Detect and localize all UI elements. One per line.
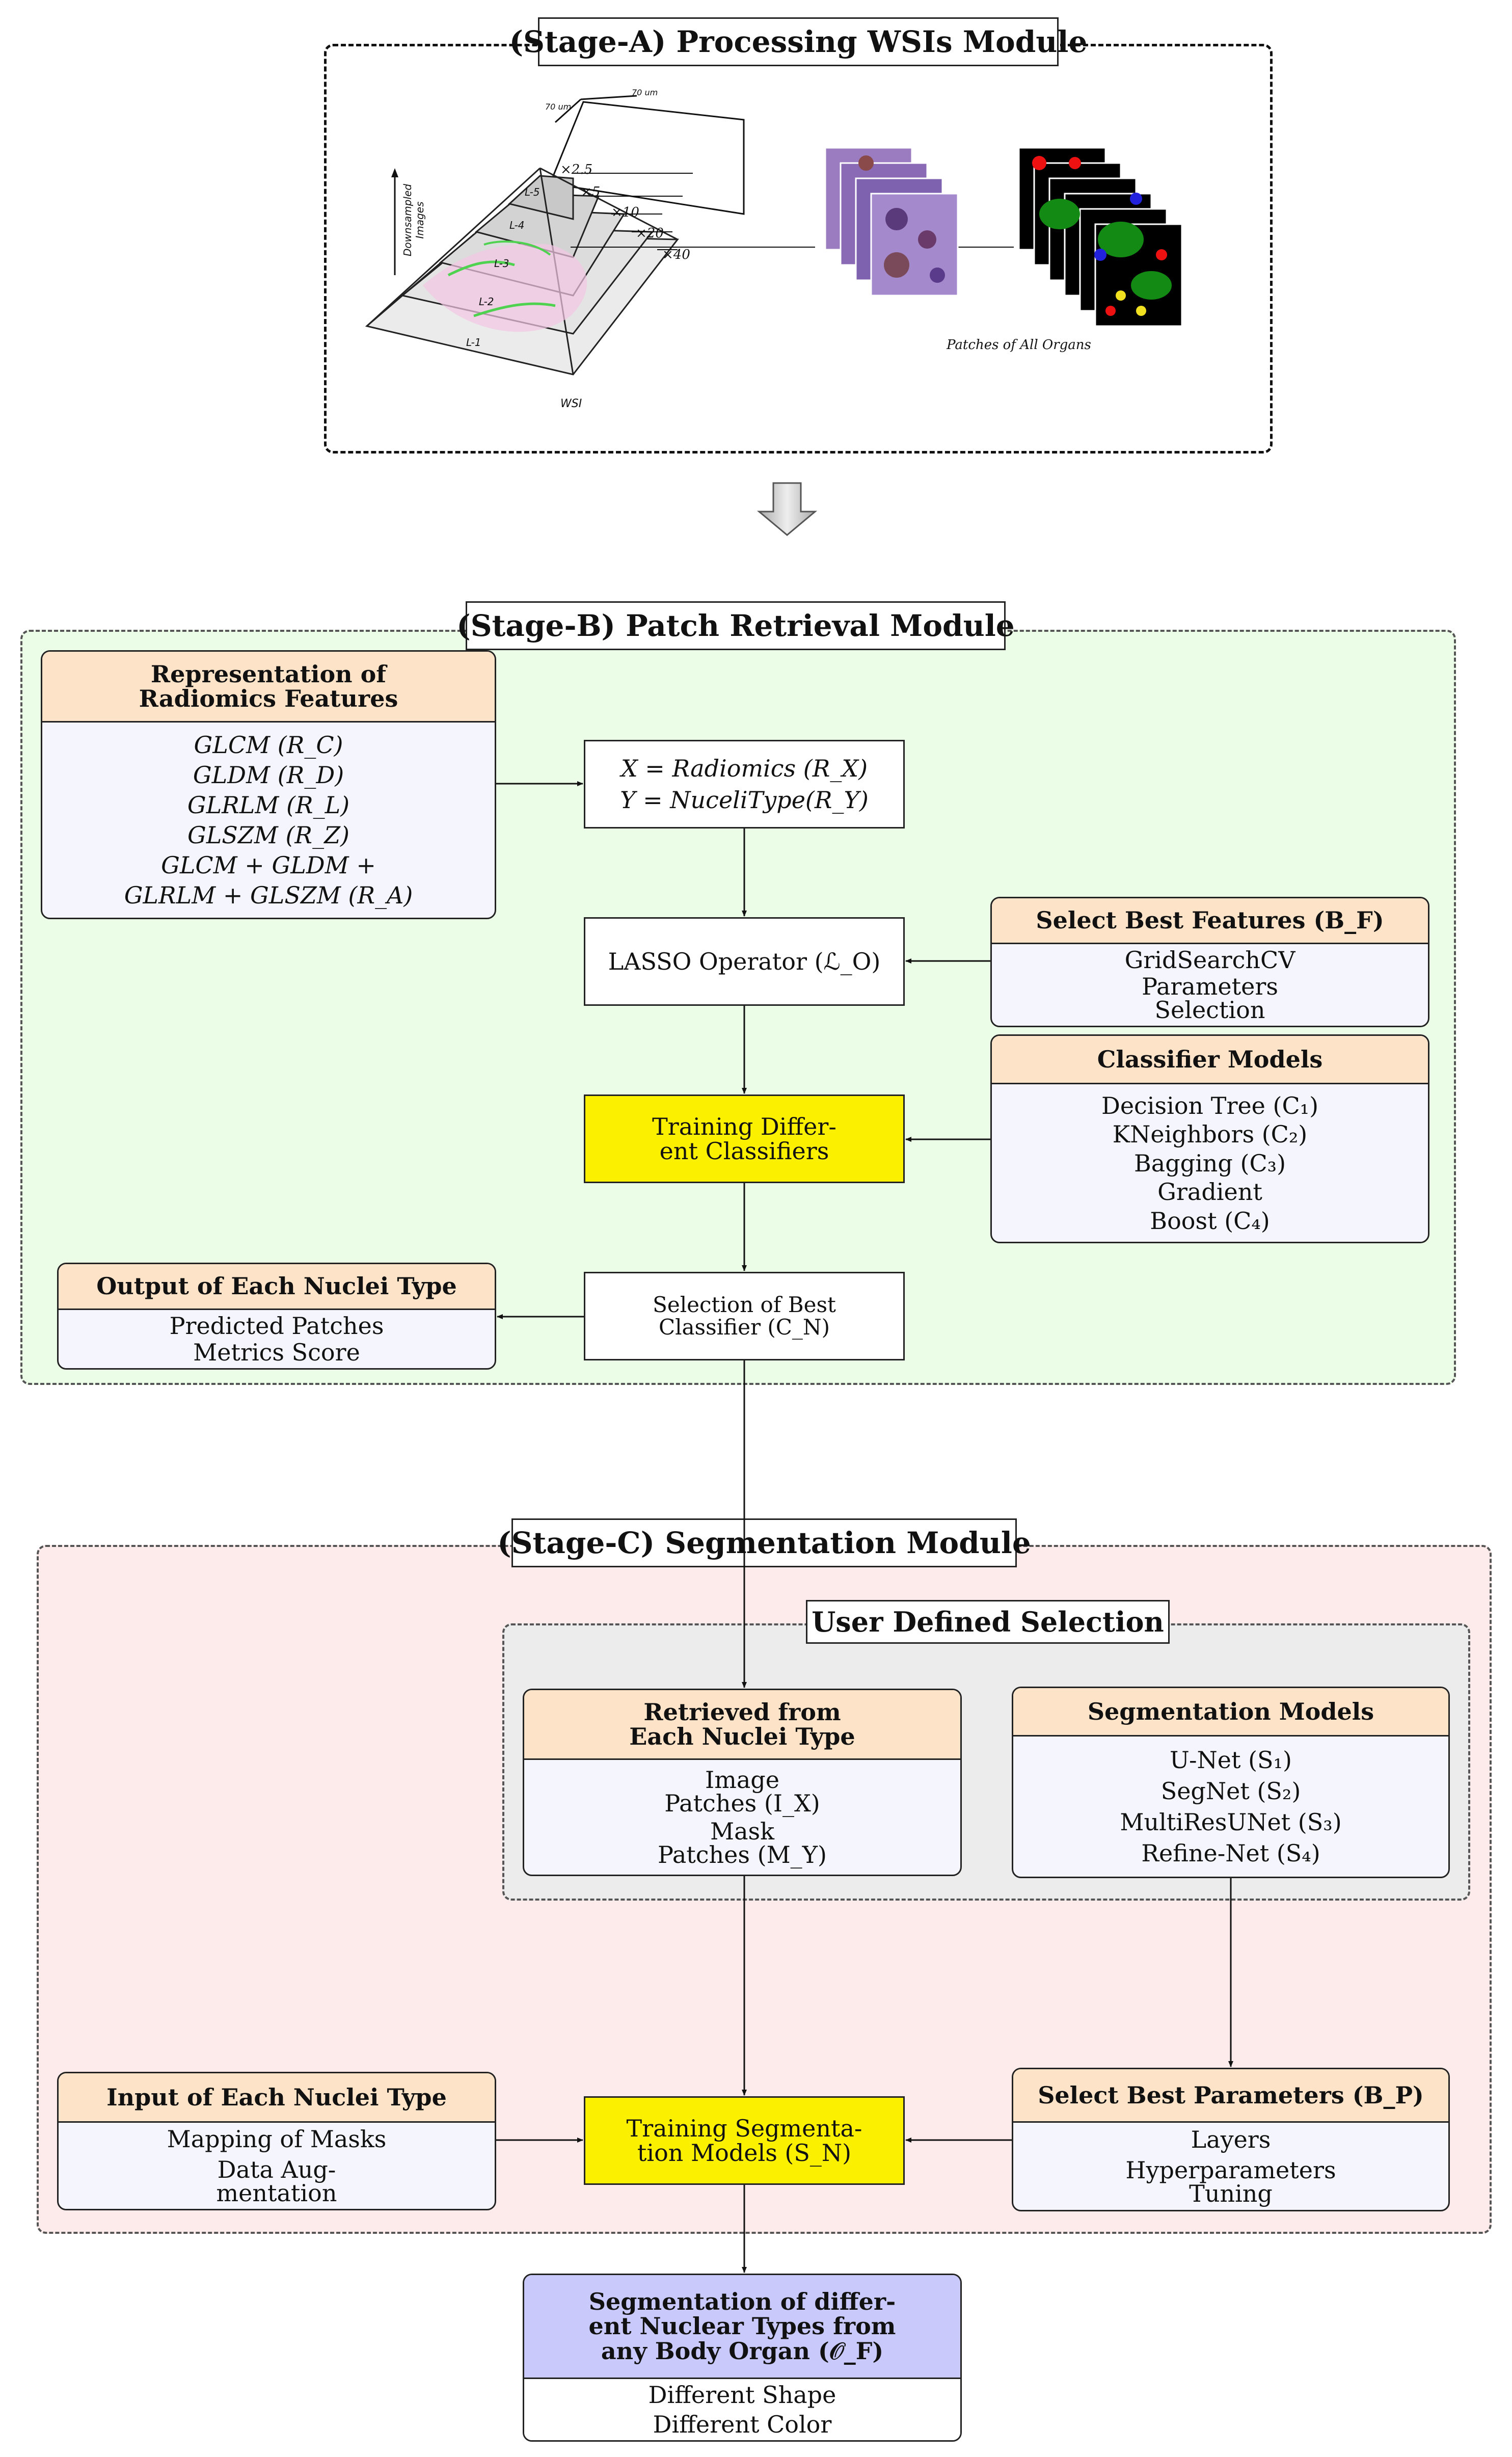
retrieved-patches-card: Retrieved from Each Nuclei Type Image Pa… bbox=[523, 1689, 962, 1876]
input-item: mentation bbox=[216, 2179, 337, 2207]
training-segmentation-box: Training Segmenta- tion Models (S_N) bbox=[584, 2096, 905, 2185]
training-classifiers-line: ent Classifiers bbox=[659, 1137, 829, 1165]
y-definition: Y = NuceliType(R_Y) bbox=[620, 786, 869, 814]
classifier-models-header: Classifier Models bbox=[1097, 1045, 1323, 1073]
retrieved-item: Image bbox=[705, 1766, 779, 1794]
final-header-line: any Body Organ (𝒪_F) bbox=[601, 2337, 884, 2365]
final-header-line: Segmentation of differ- bbox=[588, 2288, 896, 2316]
classifier-item: Decision Tree (C₁) bbox=[1101, 1091, 1319, 1119]
scale-label: ×10 bbox=[611, 205, 639, 220]
retrieved-item: Patches (M_Y) bbox=[658, 1840, 827, 1868]
lasso-label: LASSO Operator (ℒ_O) bbox=[608, 947, 881, 975]
classifier-item: KNeighbors (C₂) bbox=[1112, 1120, 1308, 1148]
classifier-item: Boost (C₄) bbox=[1150, 1207, 1270, 1235]
best-parameters-item: Hyperparameters bbox=[1125, 2156, 1336, 2184]
x-definition: X = Radiomics (R_X) bbox=[620, 754, 868, 782]
input-item: Data Aug- bbox=[217, 2155, 336, 2183]
stage-a-title: (Stage-A) Processing WSIs Module bbox=[509, 17, 1087, 66]
best-classifier-line: Classifier (C_N) bbox=[658, 1315, 830, 1340]
final-item: Different Color bbox=[653, 2411, 832, 2438]
final-item: Different Shape bbox=[648, 2381, 836, 2409]
classifier-item: Bagging (C₃) bbox=[1133, 1149, 1286, 1177]
pyramid-level-label: L-5 bbox=[525, 186, 540, 198]
scale-label: ×2.5 bbox=[560, 162, 593, 177]
segmentation-model-item: SegNet (S₂) bbox=[1160, 1777, 1301, 1805]
stage-b-title: (Stage-B) Patch Retrieval Module bbox=[456, 601, 1015, 650]
radiomics-item: GLRLM (R_L) bbox=[187, 791, 350, 819]
xy-definition-box: X = Radiomics (R_X) Y = NuceliType(R_Y) bbox=[584, 740, 905, 829]
scale-label: ×5 bbox=[581, 184, 601, 200]
segmentation-models-card: Segmentation Models U-Net (S₁) SegNet (S… bbox=[1012, 1687, 1450, 1878]
best-parameters-item: Layers bbox=[1191, 2125, 1271, 2153]
radiomics-item: GLRLM + GLSZM (R_A) bbox=[124, 882, 413, 909]
retrieved-item: Patches (I_X) bbox=[664, 1790, 820, 1818]
final-header-line: ent Nuclear Types from bbox=[588, 2312, 896, 2340]
retrieved-header-line: Retrieved from bbox=[643, 1698, 841, 1726]
downsampled-axis-label: Downsampled Images bbox=[401, 183, 426, 257]
training-classifiers-line: Training Differ- bbox=[652, 1112, 836, 1140]
training-segmentation-line: tion Models (S_N) bbox=[637, 2139, 852, 2167]
pyramid-level-label: L-2 bbox=[479, 296, 494, 308]
best-features-item: GridSearchCV bbox=[1124, 946, 1295, 974]
best-parameters-card: Select Best Parameters (B_P) Layers Hype… bbox=[1012, 2068, 1450, 2211]
patches-caption: Patches of All Organs bbox=[947, 337, 1091, 353]
tile-label-top: 70 um bbox=[545, 102, 572, 112]
best-parameters-item: Tuning bbox=[1189, 2179, 1273, 2207]
output-nuclei-card: Output of Each Nuclei Type Predicted Pat… bbox=[57, 1263, 496, 1370]
radiomics-header-line: Representation of bbox=[150, 660, 387, 688]
input-nuclei-card: Input of Each Nuclei Type Mapping of Mas… bbox=[57, 2072, 496, 2210]
best-features-item: Parameters bbox=[1142, 973, 1278, 1000]
pyramid-level-label: L-4 bbox=[509, 219, 525, 231]
pyramid-level-label: L-1 bbox=[466, 336, 481, 349]
training-segmentation-line: Training Segmenta- bbox=[626, 2114, 862, 2142]
best-features-item: Selection bbox=[1154, 996, 1265, 1024]
retrieved-header-line: Each Nuclei Type bbox=[629, 1723, 855, 1750]
training-classifiers-box: Training Differ- ent Classifiers bbox=[584, 1094, 905, 1183]
segmentation-models-header: Segmentation Models bbox=[1087, 1697, 1374, 1725]
radiomics-item: GLDM (R_D) bbox=[193, 761, 344, 789]
radiomics-features-card: Representation of Radiomics Features GLC… bbox=[41, 650, 496, 919]
radiomics-item: GLCM + GLDM + bbox=[161, 851, 376, 879]
input-header: Input of Each Nuclei Type bbox=[106, 2083, 447, 2111]
output-item: Predicted Patches bbox=[169, 1312, 384, 1340]
scale-label: ×20 bbox=[636, 226, 664, 241]
retrieved-item: Mask bbox=[710, 1817, 774, 1845]
best-classifier-box: Selection of Best Classifier (C_N) bbox=[584, 1272, 905, 1360]
best-classifier-line: Selection of Best bbox=[653, 1292, 836, 1317]
stage-a-frame bbox=[324, 44, 1273, 453]
lasso-operator-box: LASSO Operator (ℒ_O) bbox=[584, 917, 905, 1006]
tile-label-side: 70 um bbox=[632, 88, 658, 97]
classifier-item: Gradient bbox=[1157, 1178, 1262, 1206]
best-parameters-header: Select Best Parameters (B_P) bbox=[1038, 2081, 1424, 2109]
segmentation-model-item: U-Net (S₁) bbox=[1170, 1746, 1292, 1774]
segmentation-model-item: Refine-Net (S₄) bbox=[1141, 1839, 1320, 1867]
pyramid-level-label: L-3 bbox=[494, 257, 509, 270]
radiomics-item: GLCM (R_C) bbox=[194, 731, 343, 759]
input-item: Mapping of Masks bbox=[167, 2125, 387, 2153]
stage-c-title: (Stage-C) Segmentation Module bbox=[497, 1518, 1031, 1567]
wsi-label: WSI bbox=[560, 397, 582, 410]
best-features-header: Select Best Features (B_F) bbox=[1036, 906, 1384, 934]
radiomics-header-line: Radiomics Features bbox=[139, 685, 398, 712]
radiomics-item: GLSZM (R_Z) bbox=[187, 821, 349, 849]
final-segmentation-card: Segmentation of differ- ent Nuclear Type… bbox=[523, 2274, 962, 2442]
output-header: Output of Each Nuclei Type bbox=[96, 1272, 457, 1300]
scale-label: ×40 bbox=[662, 247, 690, 262]
output-item: Metrics Score bbox=[193, 1339, 360, 1366]
best-features-card: Select Best Features (B_F) GridSearchCV … bbox=[990, 897, 1429, 1027]
user-defined-selection-title: User Defined Selection bbox=[806, 1600, 1170, 1644]
segmentation-model-item: MultiResUNet (S₃) bbox=[1120, 1808, 1342, 1836]
classifier-models-card: Classifier Models Decision Tree (C₁) KNe… bbox=[990, 1034, 1429, 1243]
